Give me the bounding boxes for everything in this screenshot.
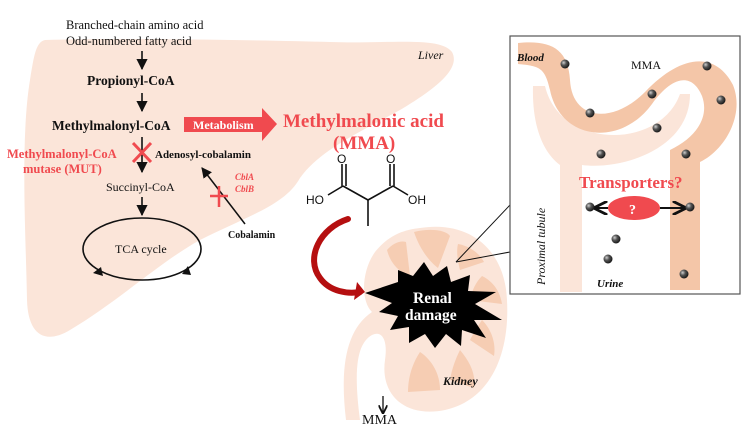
cbla-label: CblA (235, 172, 254, 182)
kidney-label: Kidney (442, 374, 478, 388)
proximal-tubule (532, 86, 690, 292)
inset-mma-label: MMA (631, 58, 661, 72)
transporter-ellipse (608, 196, 660, 220)
tca-arrowhead-right (182, 266, 191, 275)
cobalamin: Cobalamin (228, 230, 276, 241)
enzyme-label-line1: Methylmalonyl-CoA (7, 147, 117, 161)
mma-molecule (652, 123, 662, 133)
mma-molecules (560, 59, 726, 279)
tca-arrowhead-left (93, 267, 103, 276)
mma-molecule (585, 108, 595, 118)
mma-ho: HO (306, 193, 324, 207)
mma-molecule (611, 234, 621, 244)
mma-molecule (647, 89, 657, 99)
transporter-unknown-label: ? (629, 203, 636, 218)
mma-o-right: O (386, 152, 395, 166)
renal-damage-line1: Renal (413, 290, 452, 307)
curved-arrow-head (354, 282, 365, 300)
mma-molecule (560, 59, 570, 69)
methylmalonyl-coa: Methylmalonyl-CoA (52, 118, 171, 133)
proximal-tubule-label: Proximal tubule (534, 207, 548, 286)
mma-title-line1: Methylmalonic acid (283, 111, 444, 132)
mma-molecule (596, 149, 606, 159)
callout-line-top (455, 204, 511, 263)
mma-molecule (702, 61, 712, 71)
source-bcaa: Branched-chain amino acid (66, 18, 204, 32)
adenosyl-cobalamin: Adenosyl-cobalamin (155, 149, 251, 161)
mma-title-line2: (MMA) (333, 133, 395, 154)
excreted-mma-label: MMA (362, 413, 398, 428)
mma-molecule (585, 202, 595, 212)
mma-molecule (679, 269, 689, 279)
mma-molecule (603, 254, 613, 264)
source-fatty-acid: Odd-numbered fatty acid (66, 34, 192, 48)
renal-damage-line2: damage (405, 307, 457, 324)
blood-vessel (518, 42, 737, 290)
liver-shape (24, 39, 454, 337)
mma-oh: OH (408, 193, 426, 207)
mma-molecule (685, 202, 695, 212)
cblb-label: CblB (235, 184, 254, 194)
renal-damage-burst (365, 262, 502, 348)
blood-label: Blood (516, 52, 544, 64)
mma-molecule (716, 95, 726, 105)
mma-chemical-structure (327, 164, 409, 226)
metabolism-label: Metabolism (193, 118, 254, 132)
callout-line-bottom (455, 251, 511, 263)
tca-cycle-label: TCA cycle (115, 242, 167, 256)
enzyme-label-line2: mutase (MUT) (23, 162, 102, 176)
mma-molecule (681, 149, 691, 159)
metabolism-arrow (184, 108, 277, 141)
transporters-label: Transporters? (579, 173, 683, 192)
cbl-block-cross-icon (210, 186, 228, 207)
propionyl-coa: Propionyl-CoA (87, 73, 175, 88)
inset-panel: Blood MMA Transporters? ? Proximal tubul… (509, 35, 741, 295)
curved-red-arrow (311, 216, 363, 296)
succinyl-coa: Succinyl-CoA (106, 180, 175, 194)
urine-label: Urine (597, 278, 623, 290)
mma-o-left: O (337, 152, 346, 166)
mut-block-x-icon (131, 141, 153, 164)
liver-label: Liver (417, 48, 444, 62)
tca-cycle-loop (82, 217, 202, 281)
